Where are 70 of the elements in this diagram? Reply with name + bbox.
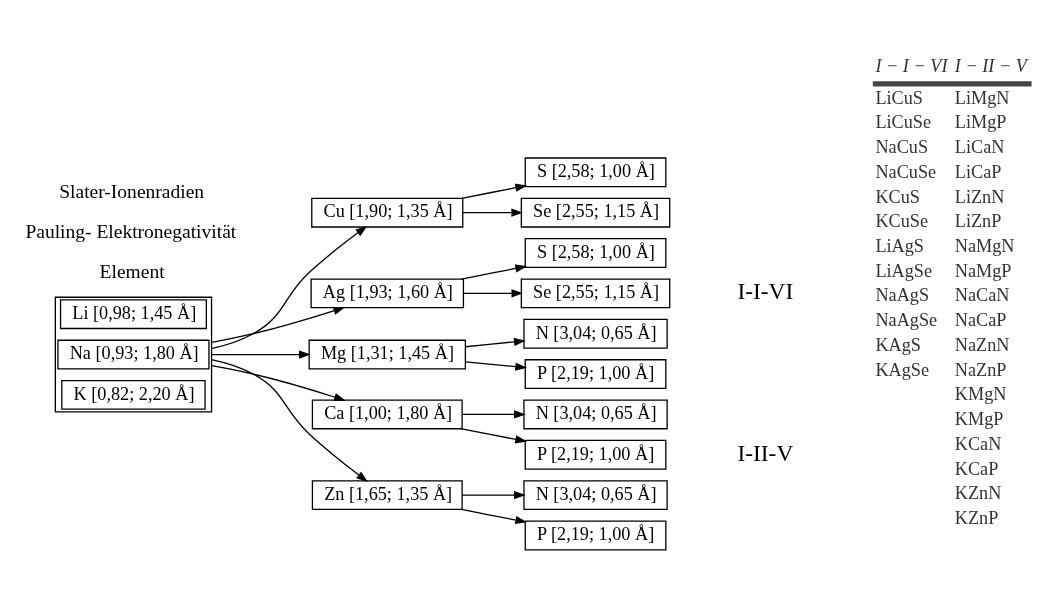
- node-box: Ag [1,93; 1,60 Å]: [310, 278, 465, 309]
- arrow: [461, 183, 528, 199]
- label: NaZnP: [954, 359, 1007, 380]
- arrow: [461, 264, 528, 280]
- label: NaCuSe: [875, 161, 937, 182]
- label: NaAgS: [875, 285, 930, 306]
- label: KZnP: [954, 508, 999, 529]
- node-box: Cu [1,90; 1,35 Å]: [311, 197, 464, 228]
- label: Slater-Ionenradien: [59, 180, 205, 202]
- node-box: Li [0,98; 1,45 Å]: [59, 299, 207, 330]
- node-box: P [2,19; 1,00 Å]: [524, 439, 667, 470]
- label: KAgSe: [875, 359, 930, 380]
- arrow: [461, 491, 526, 500]
- label: Element: [99, 261, 165, 283]
- label: NaMgN: [954, 235, 1015, 256]
- node-box: Mg [1,31; 1,45 Å]: [308, 339, 466, 370]
- node-box: S [2,58; 1,00 Å]: [524, 238, 667, 268]
- label: NaCuS: [875, 137, 929, 158]
- arrow: [210, 365, 346, 401]
- label: KCuS: [875, 186, 920, 207]
- arrow: [465, 337, 526, 348]
- arrow: [210, 350, 311, 359]
- label: KCaP: [954, 458, 999, 479]
- label: NaMgP: [954, 260, 1012, 281]
- label: LiZnP: [954, 211, 1002, 232]
- node-box: Se [2,55; 1,15 Å]: [520, 278, 671, 309]
- node-box: N [3,04; 0,65 Å]: [523, 480, 668, 511]
- arrow: [463, 289, 524, 298]
- label: KCuSe: [875, 211, 929, 232]
- node-box: Se [2,55; 1,15 Å]: [520, 197, 671, 228]
- label: NaCaN: [954, 285, 1010, 306]
- node-box: Na [0,93; 1,80 Å]: [57, 339, 210, 370]
- label: I − I − VI: [875, 56, 948, 77]
- label: LiZnN: [954, 186, 1005, 207]
- label: LiCaN: [954, 137, 1005, 158]
- label: LiCaP: [954, 161, 1002, 182]
- label: Pauling- Elektronegativität: [25, 221, 237, 243]
- arrow: [461, 428, 528, 444]
- node-box: Ca [1,00; 1,80 Å]: [311, 399, 463, 430]
- node-box: Zn [1,65; 1,35 Å]: [311, 480, 463, 511]
- arrow: [462, 208, 524, 217]
- arrow: [210, 359, 368, 482]
- label: KMgN: [954, 384, 1007, 405]
- label: KMgP: [954, 409, 1004, 430]
- label: LiMgN: [954, 87, 1010, 108]
- label: LiMgP: [954, 112, 1007, 133]
- label: LiCuSe: [875, 112, 932, 133]
- label: I-I-VI: [737, 278, 794, 305]
- label: NaAgSe: [875, 310, 938, 331]
- arrow: [465, 361, 528, 371]
- arrow: [210, 225, 368, 350]
- label: NaCaP: [954, 310, 1007, 331]
- arrow: [210, 306, 346, 344]
- label: LiAgS: [875, 235, 924, 256]
- arrow: [461, 508, 528, 525]
- node-box: S [2,58; 1,00 Å]: [524, 157, 667, 188]
- label: KCaN: [954, 433, 1002, 454]
- label: KAgS: [875, 334, 921, 355]
- label: NaZnN: [954, 334, 1010, 355]
- node-box: N [3,04; 0,65 Å]: [523, 399, 668, 430]
- node-box: N [3,04; 0,65 Å]: [523, 318, 668, 349]
- label: LiCuS: [875, 87, 923, 108]
- node-box: P [2,19; 1,00 Å]: [524, 520, 667, 551]
- label: I − II − V: [954, 56, 1027, 77]
- label: KZnN: [954, 483, 1002, 504]
- arrow: [461, 410, 526, 419]
- label: LiAgSe: [875, 260, 933, 281]
- node-box: P [2,19; 1,00 Å]: [524, 359, 667, 390]
- label: I-II-V: [737, 439, 794, 466]
- node-box: K [0,82; 2,20 Å]: [61, 379, 206, 410]
